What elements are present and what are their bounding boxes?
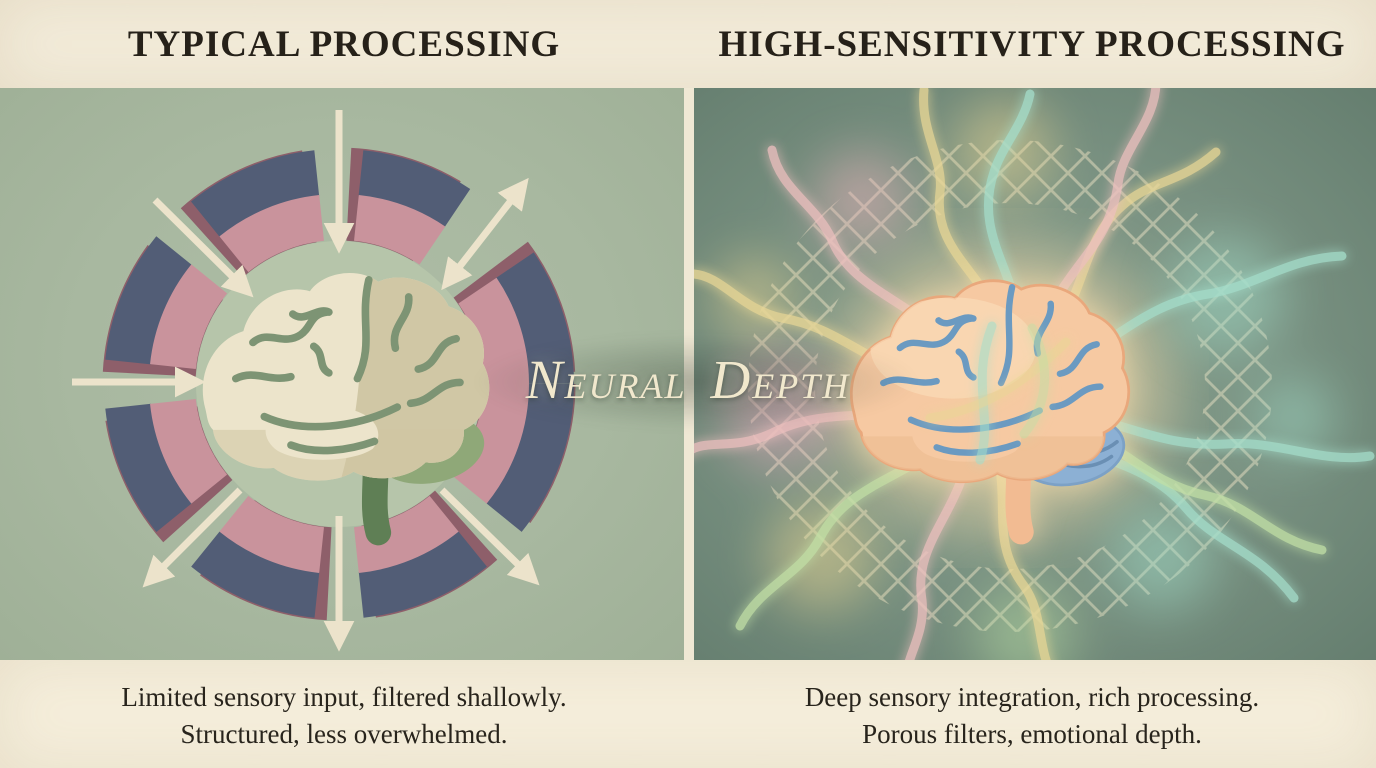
panel-divider xyxy=(684,88,694,660)
arrow-bottom-left-outward xyxy=(142,487,243,588)
vivid-brain-illustration xyxy=(849,279,1131,545)
watermark-word-neural: Neural xyxy=(525,349,687,410)
watermark-title: Neural Depth xyxy=(0,350,1376,416)
segmented-filter-ring xyxy=(102,147,576,621)
left-caption-line-1: Limited sensory input, filtered shallowl… xyxy=(121,682,567,712)
watermark-word-depth: Depth xyxy=(710,349,851,410)
panel-row xyxy=(0,88,1376,660)
sensory-input-arrows xyxy=(72,110,540,652)
caption-band: Limited sensory input, filtered shallowl… xyxy=(0,660,1376,768)
header-band: TYPICAL PROCESSING HIGH-SENSITIVITY PROC… xyxy=(0,0,1376,88)
arrow-upper-left-inward xyxy=(152,197,254,298)
sulci-lines xyxy=(231,275,464,455)
typical-processing-panel xyxy=(0,88,684,660)
right-panel-title: HIGH-SENSITIVITY PROCESSING xyxy=(718,23,1346,65)
high-sensitivity-panel xyxy=(694,88,1376,660)
left-panel-caption: Limited sensory input, filtered shallowl… xyxy=(0,660,688,768)
left-panel-title: TYPICAL PROCESSING xyxy=(127,23,561,65)
watermark-shadow-band xyxy=(478,336,914,428)
right-caption-line-2: Porous filters, emotional depth. xyxy=(862,719,1202,749)
glowing-brain-mesh-icon xyxy=(694,88,1375,660)
streams-over-brain xyxy=(925,321,1071,465)
right-panel-caption: Deep sensory integration, rich processin… xyxy=(688,660,1376,768)
arrow-bottom-right-outward xyxy=(439,487,540,586)
right-caption-line-1: Deep sensory integration, rich processin… xyxy=(804,682,1260,712)
arrow-upper-right-bidirectional xyxy=(441,177,529,291)
left-caption-line-2: Structured, less overwhelmed. xyxy=(180,719,508,749)
filtered-brain-ring-icon xyxy=(72,110,576,652)
